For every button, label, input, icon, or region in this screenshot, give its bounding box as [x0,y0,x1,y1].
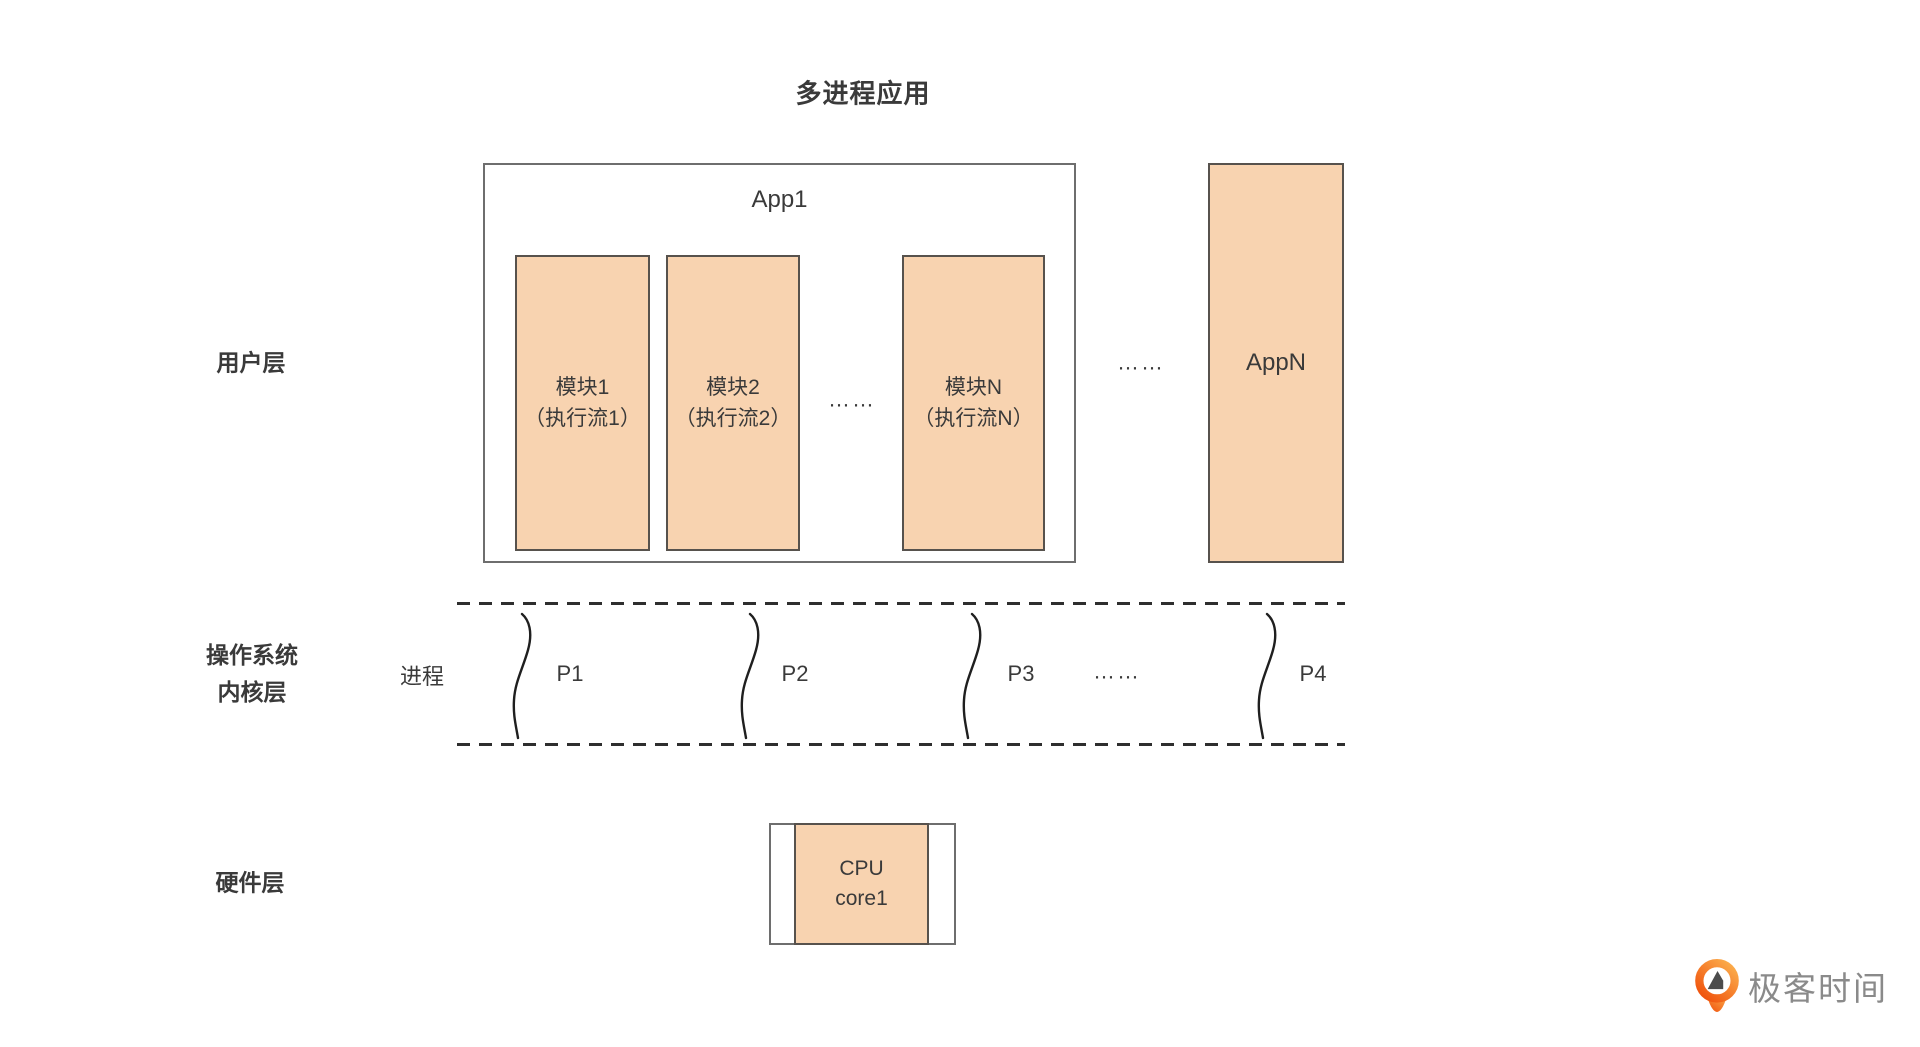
geektime-logo: 极客时间 [1694,956,1904,1016]
processes-ellipsis: …… [1093,658,1141,684]
process-brace-icon-4 [1257,612,1277,740]
kernel-band-bottom-divider [457,743,1345,746]
process-brace-icon-3 [962,612,982,740]
appN-box: AppN [1208,163,1344,563]
process-p1-label: P1 [556,661,584,686]
diagram-title: 多进程应用 [795,78,931,109]
layer-label-kernel-line1: 操作系统 [206,642,298,668]
cpu-label-line1: CPU [839,857,884,880]
process-brace-icon-2 [740,612,760,740]
layer-label-kernel-line2: 内核层 [217,679,287,705]
module1-label: 模块1 [555,376,610,399]
process-p4-label: P4 [1299,661,1327,686]
module2-label: 模块2 [706,376,760,399]
layer-label-kernel: 操作系统 内核层 [206,637,298,711]
module1-box: 模块1 （执行流1） [515,255,650,551]
module1-sublabel: （执行流1） [524,407,641,430]
modules-ellipsis: …… [828,386,876,412]
moduleN-sublabel: （执行流N） [913,407,1034,430]
cpu-outer-box: CPU core1 [769,823,956,945]
process-brace-icon-1 [512,612,532,740]
layer-label-hardware: 硬件层 [215,869,285,896]
app1-title: App1 [751,186,808,213]
appN-label: AppN [1245,349,1307,376]
module2-sublabel: （执行流2） [674,407,792,430]
kernel-band-top-divider [457,602,1345,605]
moduleN-box: 模块N （执行流N） [902,255,1045,551]
process-p2-label: P2 [781,661,809,686]
apps-ellipsis: …… [1117,349,1165,375]
process-p3-label: P3 [1007,661,1035,686]
geektime-logo-icon [1695,959,1739,1012]
module2-box: 模块2 （执行流2） [666,255,800,551]
geektime-logo-text: 极客时间 [1748,970,1888,1007]
moduleN-label: 模块N [944,376,1003,399]
cpu-label-line2: core1 [835,887,888,910]
cpu-core-box: CPU core1 [794,823,929,945]
process-label: 进程 [399,664,445,689]
layer-label-user: 用户层 [216,349,286,376]
